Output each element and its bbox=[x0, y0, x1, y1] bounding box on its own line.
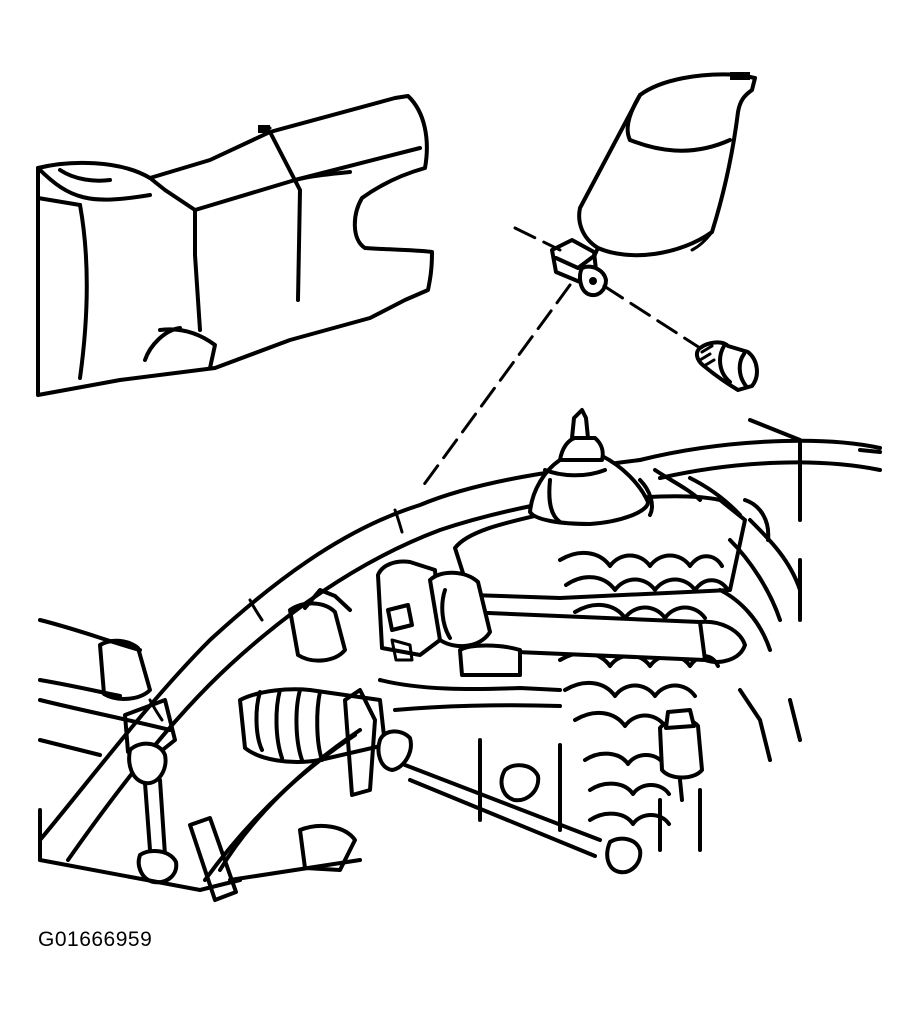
nut-icon bbox=[550, 238, 608, 297]
bolt-icon bbox=[694, 340, 759, 392]
body-structure bbox=[38, 418, 882, 892]
frame-rail bbox=[36, 94, 434, 397]
linkage-assembly bbox=[123, 588, 377, 902]
knuckle-assembly bbox=[478, 708, 704, 875]
mount-bracket bbox=[376, 559, 492, 662]
figure-id-label: G01666959 bbox=[38, 928, 153, 951]
alignment-line-mount bbox=[418, 283, 572, 492]
strut-mount bbox=[453, 408, 747, 600]
control-arm bbox=[458, 610, 747, 677]
alignment-line-bolt bbox=[513, 226, 702, 350]
socket-tool-icon bbox=[577, 72, 757, 264]
